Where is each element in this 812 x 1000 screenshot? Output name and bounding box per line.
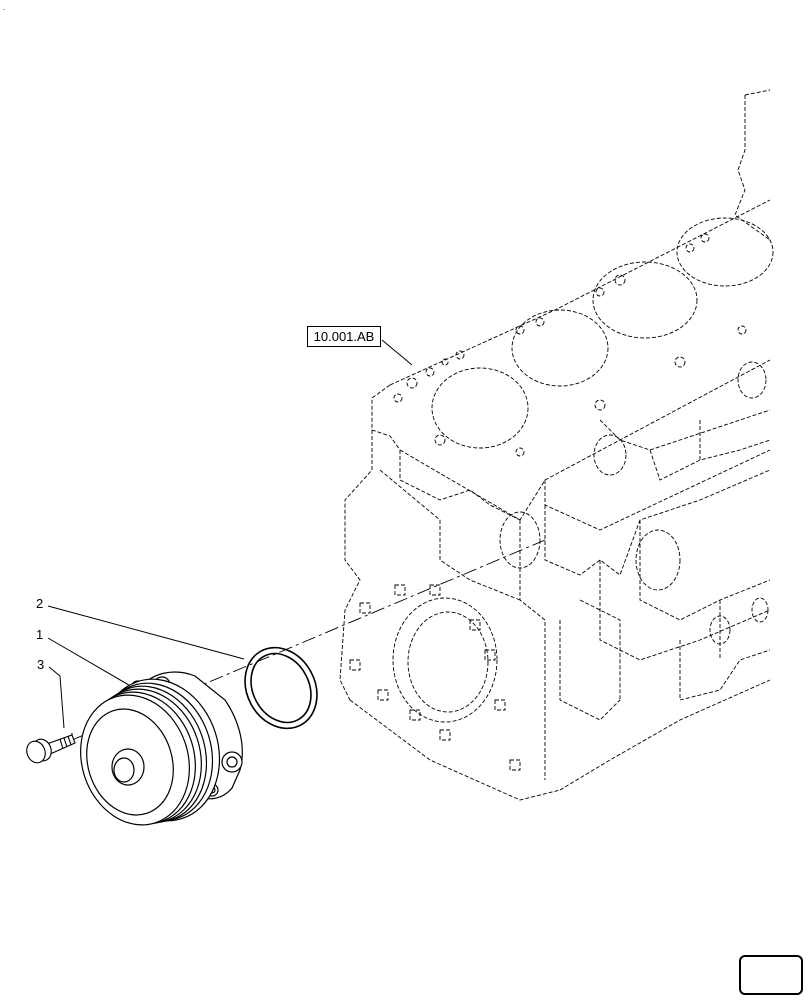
o-ring-seal [244, 646, 318, 730]
callout-part-2: 2 [36, 596, 44, 611]
water-pump [80, 671, 243, 826]
reference-label-box[interactable]: 10.001.AB [304, 326, 381, 350]
callout-part-3: 3 [37, 657, 45, 672]
engine-block-drawing [339, 89, 774, 801]
corner-mark: . [3, 3, 6, 12]
flange-bolt [26, 733, 76, 764]
leader-lines [47, 339, 413, 729]
callout-part-1: 1 [36, 627, 44, 642]
next-page-button[interactable] [739, 955, 803, 995]
